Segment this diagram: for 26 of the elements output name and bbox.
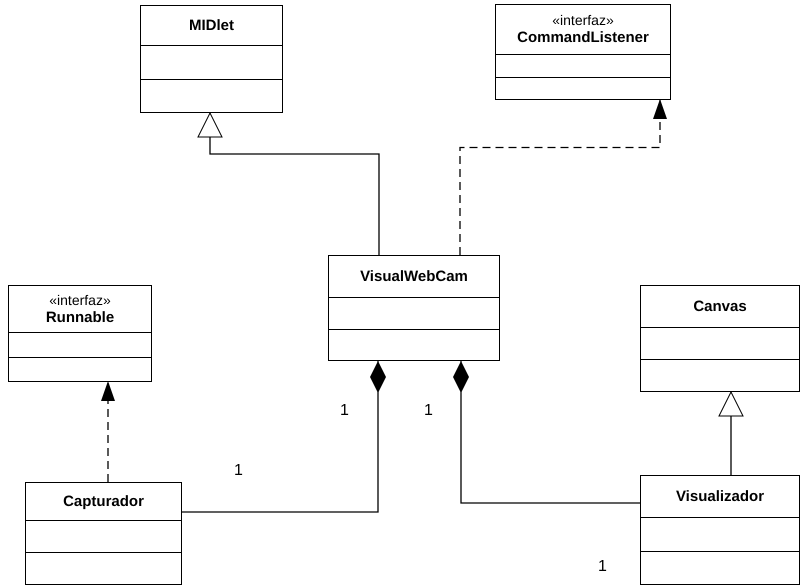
class-box — [140, 5, 283, 113]
class-box — [640, 475, 800, 585]
stereotype: «interfaz» — [552, 12, 614, 29]
class-name: Visualizador — [676, 488, 764, 506]
generalization-arrow — [198, 112, 380, 255]
multiplicity-label: 1 — [424, 402, 433, 420]
class-name: Runnable — [46, 308, 114, 326]
generalization-arrow — [718, 392, 744, 475]
class-name: Capturador — [63, 492, 144, 510]
multiplicity-label: 1 — [340, 402, 349, 420]
class-box — [640, 285, 800, 392]
composition-line — [182, 361, 386, 513]
class-name: CommandListener — [517, 29, 649, 47]
composition-line — [453, 361, 640, 504]
class-name: VisualWebCam — [360, 268, 468, 286]
class-box — [8, 285, 152, 382]
class-name: MIDlet — [189, 16, 234, 34]
stereotype: «interfaz» — [49, 292, 111, 308]
class-name: Canvas — [693, 298, 747, 316]
realization-arrow — [459, 99, 667, 255]
multiplicity-label: 1 — [598, 558, 607, 576]
class-box — [25, 482, 182, 585]
class-box — [328, 255, 500, 361]
multiplicity-label: 1 — [234, 462, 243, 480]
realization-arrow — [101, 381, 115, 482]
class-box — [495, 4, 671, 100]
